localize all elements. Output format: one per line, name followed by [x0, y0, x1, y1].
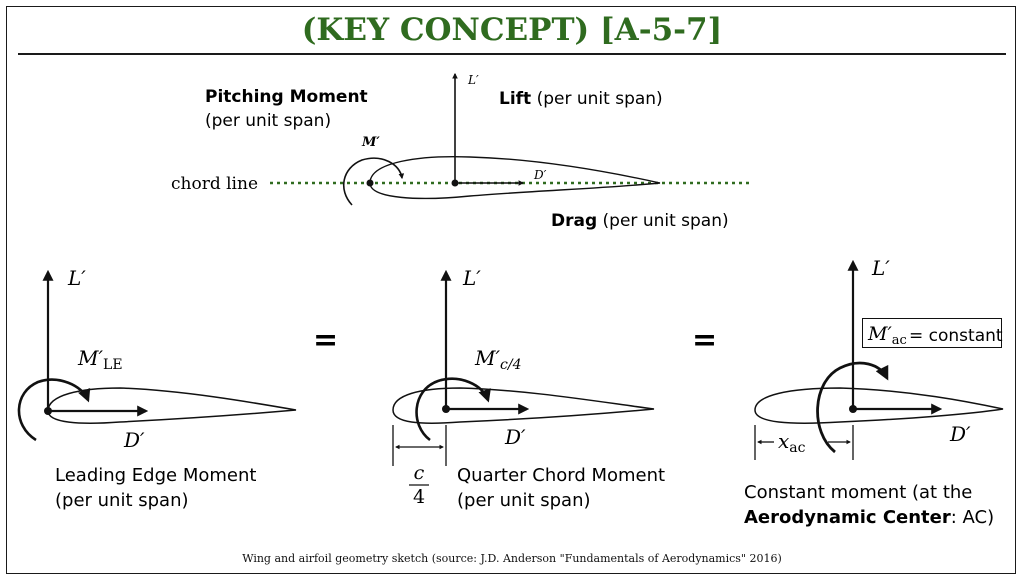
pitching-moment-sub: (per unit span) — [205, 111, 331, 131]
constant-moment-box-svg: M′ac = constant — [867, 323, 1003, 348]
ac-caption-rest: : AC) — [951, 507, 994, 528]
qc-moment-M: M′ — [474, 346, 500, 370]
le-moment-point — [44, 407, 52, 415]
qc-moment-point — [442, 405, 450, 413]
top-moment-point — [366, 179, 374, 187]
drag-label: Drag (per unit span) — [551, 211, 729, 231]
le-caption-line1: Leading Edge Moment — [55, 465, 256, 486]
ac-moment-M: M′ — [867, 323, 892, 345]
qc-frac-num: c — [414, 462, 425, 484]
qc-lift-symbol: L′ — [462, 266, 481, 290]
equals-sign-2: = — [692, 323, 717, 358]
top-airfoil-group: L′ M′ D′ chord line Pitching Moment (per… — [171, 72, 752, 231]
le-moment-arc — [17, 378, 91, 442]
ac-airfoil-outline — [754, 387, 1004, 424]
ac-lift-symbol: L′ — [871, 256, 890, 280]
ac-drag-symbol: D′ — [949, 422, 971, 446]
le-moment-sub: LE — [103, 357, 123, 373]
drag-label-bold: Drag — [551, 211, 597, 231]
le-moment-M: M′ — [77, 346, 103, 370]
ac-moment-sub: ac — [892, 333, 907, 348]
qc-airfoil-outline — [392, 387, 655, 424]
qc-moment-arc — [415, 377, 491, 442]
ac-caption-line2: Aerodynamic Center: AC) — [744, 507, 994, 528]
pitching-moment-label: Pitching Moment — [205, 87, 368, 107]
source-caption: Wing and airfoil geometry sketch (source… — [242, 552, 782, 565]
ac-x-main: x — [778, 429, 789, 453]
panel-leading-edge: L′ M′LE D′ Leading Edge Moment (per unit… — [17, 266, 297, 511]
top-moment-symbol: M′ — [361, 135, 380, 150]
ac-caption-bold: Aerodynamic Center — [744, 507, 951, 528]
top-moment-arc — [343, 157, 405, 206]
ac-constant-label: = constant — [909, 326, 1003, 346]
ac-x-symbol: xac — [778, 429, 806, 456]
top-airfoil-outline — [369, 155, 661, 200]
qc-moment-sub: c/4 — [500, 357, 521, 373]
qc-frac-den: 4 — [413, 486, 425, 508]
qc-caption-line1: Quarter Chord Moment — [457, 465, 665, 486]
ac-moment-point — [849, 405, 857, 413]
le-lift-symbol: L′ — [67, 266, 86, 290]
top-center-point — [451, 179, 459, 187]
le-drag-symbol: D′ — [123, 428, 145, 452]
le-moment-symbol: M′LE — [77, 346, 123, 373]
drag-label-rest: (per unit span) — [597, 211, 729, 231]
panel-quarter-chord: c 4 L′ M′c/4 D′ Quarter Chord Moment (pe… — [392, 266, 665, 511]
ac-moment-symbol: M′ac — [867, 323, 907, 348]
equals-sign-1: = — [313, 323, 338, 358]
qc-caption-line2: (per unit span) — [457, 490, 591, 511]
lift-label: Lift (per unit span) — [499, 89, 663, 109]
constant-moment-box: M′ac = constant — [862, 318, 1003, 348]
le-airfoil-outline — [47, 387, 297, 424]
ac-x-sub: ac — [789, 440, 805, 456]
figure-frame — [6, 6, 1016, 574]
title-underline — [18, 53, 1006, 55]
ac-caption-line1: Constant moment (at the — [744, 482, 972, 503]
chord-line-label: chord line — [171, 174, 258, 194]
panel-aerodynamic-center: xac L′ D′ Constant moment (at the Aerody… — [744, 256, 1004, 528]
qc-moment-symbol: M′c/4 — [474, 346, 522, 373]
qc-drag-symbol: D′ — [504, 425, 526, 449]
ac-moment-arc — [816, 361, 889, 454]
top-drag-symbol: D′ — [533, 168, 547, 182]
le-caption-line2: (per unit span) — [55, 490, 189, 511]
page-title: (KEY CONCEPT) [A-5-7] — [301, 12, 723, 48]
lift-label-rest: (per unit span) — [531, 89, 663, 109]
lift-label-bold: Lift — [499, 89, 531, 109]
top-lift-symbol: L′ — [467, 73, 479, 87]
